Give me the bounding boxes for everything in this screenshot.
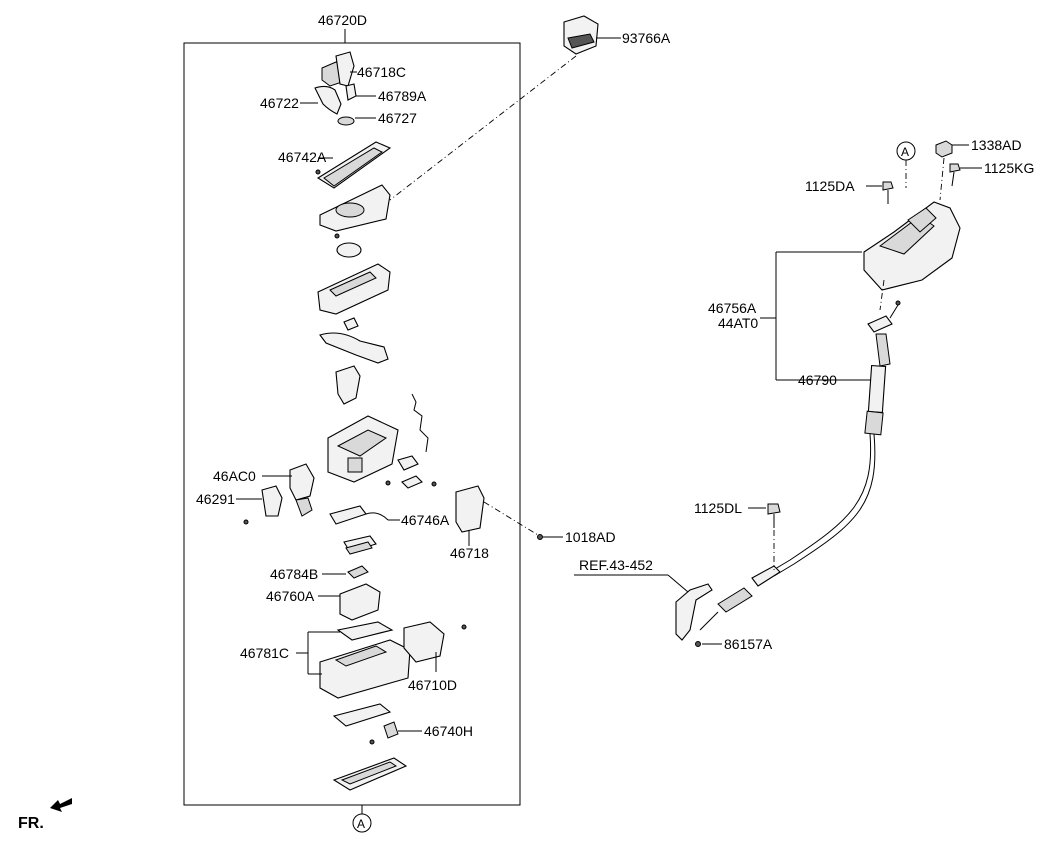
label-46746A: 46746A: [401, 512, 450, 528]
label-46727: 46727: [378, 110, 417, 126]
label-46718C: 46718C: [357, 64, 406, 80]
assembly-label: 46720D: [318, 12, 367, 28]
shift-knob-part: [321, 51, 355, 87]
pin-part: [695, 641, 701, 647]
label-46710D: 46710D: [408, 677, 457, 693]
wiring-part: [319, 332, 389, 364]
label-46789A: 46789A: [378, 88, 427, 104]
label-1125DA: 1125DA: [805, 178, 855, 194]
shift-bracket-part: [863, 201, 961, 291]
ref-label: REF.43-452: [579, 557, 653, 573]
indicator-bezel-part: [316, 141, 392, 189]
label-1338AD: 1338AD: [971, 137, 1022, 153]
nut-part: [935, 140, 953, 158]
cap-part: [563, 15, 599, 55]
label-1018AD: 1018AD: [565, 529, 616, 545]
label-46784B: 46784B: [270, 566, 318, 582]
label-46291: 46291: [196, 491, 235, 507]
ref-marker-bottom-label: A: [357, 817, 365, 831]
label-93766A: 93766A: [622, 30, 671, 46]
ref-marker-top-label: A: [901, 145, 909, 159]
clip-set-part: [347, 565, 369, 579]
cover-part: [403, 621, 445, 663]
sensor-part: [329, 505, 367, 525]
boot-part: [314, 85, 342, 115]
ecu-part: [319, 639, 411, 699]
bracket-part: [455, 485, 485, 533]
module-part: [339, 583, 381, 621]
front-arrow-icon: [50, 798, 72, 812]
leader-bracket: [775, 251, 874, 381]
housing-part: [317, 263, 391, 315]
front-label: FR.: [18, 815, 44, 832]
cover-plate-part: [319, 184, 391, 232]
solenoid-part: [289, 463, 315, 501]
switch-part: [261, 485, 283, 517]
harness-wire: [411, 393, 429, 453]
label-44AT0: 44AT0: [718, 315, 758, 331]
ring-part: [337, 116, 355, 126]
label-1125KG: 1125KG: [984, 160, 1034, 176]
lever-part: [335, 365, 361, 405]
assembly-frame: [183, 42, 521, 806]
seal-part: [336, 242, 362, 258]
bolt-dl-part: [767, 503, 781, 528]
bolt-da-part: [882, 181, 894, 204]
gasket-part: [336, 621, 394, 641]
label-46AC0: 46AC0: [213, 468, 256, 484]
ref-marker-bottom: [352, 813, 372, 833]
label-46740H: 46740H: [424, 723, 473, 739]
board-part: [332, 703, 392, 727]
label-46722: 46722: [260, 95, 299, 111]
switch-small-part: [383, 721, 399, 739]
label-46756A: 46756A: [708, 300, 757, 316]
shift-cable-part: [699, 300, 901, 631]
label-86157A: 86157A: [724, 636, 773, 652]
label-46718: 46718: [450, 545, 489, 561]
bolt-kg-part: [949, 163, 961, 187]
clip-part: [537, 534, 543, 540]
transmission-lever-part: [675, 583, 713, 641]
label-46781C: 46781C: [240, 645, 289, 661]
button-part: [345, 83, 357, 101]
label-46790: 46790: [798, 372, 837, 388]
label-46760A: 46760A: [266, 588, 315, 604]
label-1125DL: 1125DL: [694, 500, 742, 516]
base-mechanism-part: [327, 415, 399, 483]
label-46742A: 46742A: [278, 149, 327, 165]
